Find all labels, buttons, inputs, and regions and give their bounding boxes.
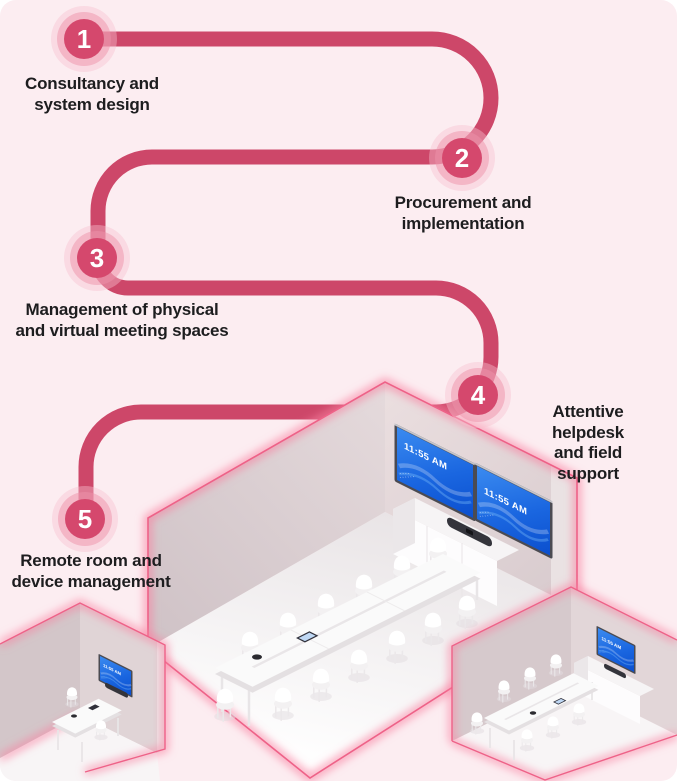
wall-display-2: 11:55 AM <box>474 462 553 559</box>
step-5-label: Remote room and device management <box>11 551 171 591</box>
soundbar <box>604 663 626 679</box>
left-wall <box>148 382 385 648</box>
step-1-number: 1 <box>76 23 92 54</box>
soundbar <box>105 682 128 698</box>
speakerphone <box>252 654 262 660</box>
step-3-number: 3 <box>89 242 105 273</box>
tablet <box>88 704 100 711</box>
conference-table <box>215 554 481 726</box>
step-2-label: Procurement and implementation <box>394 193 532 233</box>
step-1-badge: 1 <box>64 19 104 59</box>
step-3-label: Management of physical and virtual meeti… <box>15 300 229 340</box>
step-1-label: Consultancy and system design <box>25 74 159 114</box>
tablet <box>296 631 319 643</box>
table <box>52 698 122 762</box>
wall-display: 11:55 AM <box>596 626 636 674</box>
wall-display-1: 11:55 AM <box>394 423 476 521</box>
right-wall-edge <box>551 465 577 608</box>
step-2-number: 2 <box>454 142 470 173</box>
speakerphone <box>529 711 537 715</box>
step-2-badge: 2 <box>442 138 482 178</box>
step-4-badge: 4 <box>458 375 498 415</box>
wall-display: 11:55 AM <box>98 654 133 698</box>
table <box>484 673 599 760</box>
main-meeting-room: 11:55 AM 11:55 AM <box>144 378 581 781</box>
step-4-number: 4 <box>470 379 486 410</box>
step-4-label: Attentive helpdesk and field support <box>551 402 625 484</box>
edge-highlight <box>147 381 578 779</box>
small-room-left: 11:55 AM <box>0 599 168 781</box>
soundbar <box>447 517 492 547</box>
floor <box>452 682 677 780</box>
left-wall <box>452 587 571 741</box>
step-3-badge: 3 <box>77 238 117 278</box>
edge-highlight <box>0 602 166 773</box>
small-room-right: 11:55 AM <box>449 583 677 781</box>
step-5-number: 5 <box>77 503 93 534</box>
speakerphone <box>71 714 77 718</box>
edge-highlight <box>451 586 677 781</box>
step-5-badge: 5 <box>65 499 105 539</box>
